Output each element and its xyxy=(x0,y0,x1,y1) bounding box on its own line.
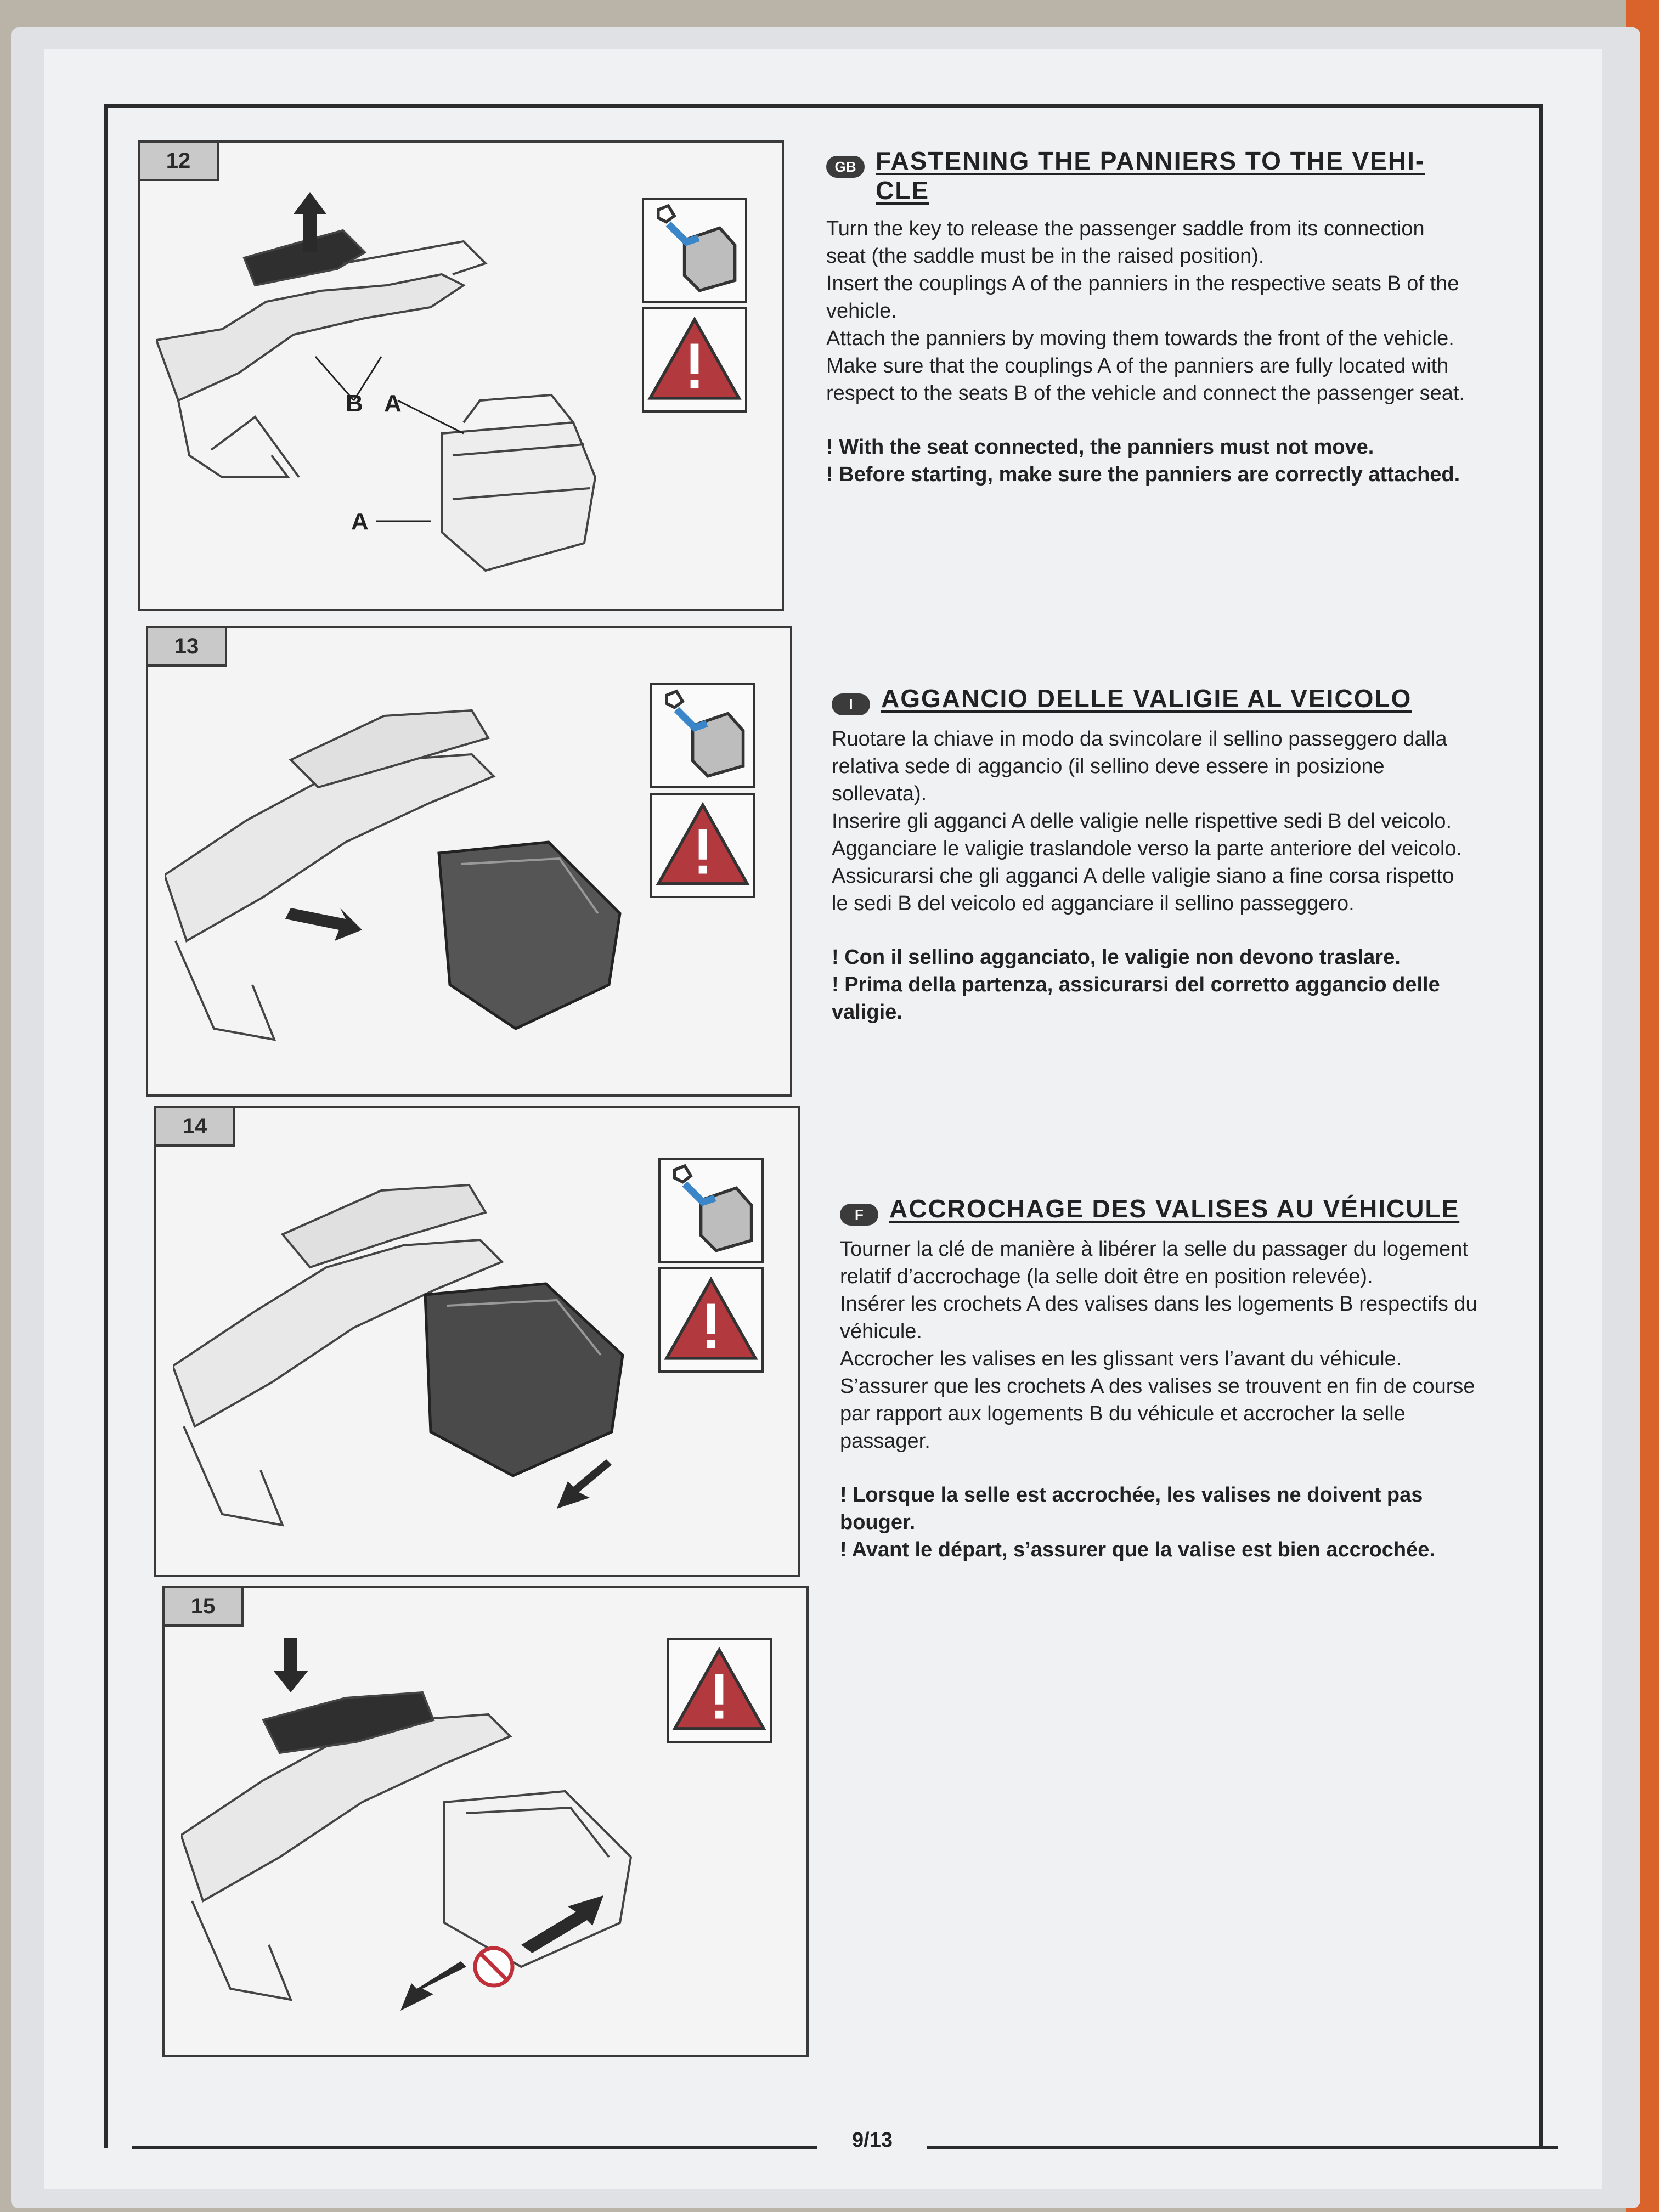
language-badge: F xyxy=(840,1204,878,1226)
figure-number: 14 xyxy=(156,1108,235,1147)
section-it: I AGGANCIO DELLE VALIGIE AL VEICOLO Ruot… xyxy=(832,684,1474,1026)
prohibited-icon xyxy=(473,1946,515,1988)
push-arrow-icon xyxy=(285,908,362,941)
motorcycle-rear-illustration: B A A xyxy=(156,192,597,572)
paragraph: Turn the key to release the passenger sa… xyxy=(826,217,1425,268)
manual-page: 12 xyxy=(44,49,1602,2189)
warning-line: ! Before starting, make sure the pannier… xyxy=(826,463,1460,486)
figure-14: 14 xyxy=(154,1106,800,1577)
paragraph: Tourner la clé de manière à libérer la s… xyxy=(840,1238,1468,1288)
paragraph: Inserire gli agganci A delle valigie nel… xyxy=(832,810,1452,833)
warnings: ! Lorsque la selle est accrochée, les va… xyxy=(840,1481,1482,1564)
slide-left-arrow-icon xyxy=(400,1961,466,2011)
paragraph: Agganciare le valigie traslandole verso … xyxy=(832,837,1463,860)
instructions: Turn the key to release the passenger sa… xyxy=(826,215,1468,407)
label-b: B xyxy=(346,390,363,417)
warning-line: ! Lorsque la selle est accrochée, les va… xyxy=(840,1483,1423,1534)
paragraph: S’assurer que les crochets A des valises… xyxy=(840,1375,1475,1453)
footer-rule-right xyxy=(927,2146,1558,2149)
warning-line: ! Con il sellino agganciato, le valigie … xyxy=(832,946,1401,969)
paragraph: Attach the panniers by moving them towar… xyxy=(826,327,1454,350)
slide-right-arrow-icon xyxy=(521,1895,603,1953)
press-arrow-icon xyxy=(273,1638,308,1692)
warning-line: ! Prima della partenza, assicurarsi del … xyxy=(832,973,1440,1024)
key-icon xyxy=(658,1158,764,1263)
section-fr: F ACCROCHAGE DES VALISES AU VÉHICULE Tou… xyxy=(840,1194,1482,1564)
paragraph: Insérer les crochets A des valises dans … xyxy=(840,1293,1477,1343)
warning-triangle-icon xyxy=(642,307,747,413)
pull-arrow-icon xyxy=(557,1459,612,1509)
warning-triangle-icon xyxy=(650,793,755,898)
language-badge: I xyxy=(832,693,870,715)
language-badge: GB xyxy=(826,156,865,178)
page-frame: 12 xyxy=(104,104,1543,2148)
warnings: ! With the seat connected, the panniers … xyxy=(826,433,1468,488)
motorcycle-pannier-illustration xyxy=(165,709,622,1041)
figure-number: 12 xyxy=(140,143,219,181)
label-a-side: A xyxy=(351,508,369,535)
warnings: ! Con il sellino agganciato, le valigie … xyxy=(832,944,1474,1026)
footer-rule-left xyxy=(132,2146,817,2149)
motorcycle-pannier-illustration xyxy=(173,1183,624,1527)
section-title: AGGANCIO DELLE VALIGIE AL VEICOLO xyxy=(881,684,1412,713)
warning-line: ! Avant le départ, s’assurer que la vali… xyxy=(840,1538,1435,1561)
key-icon xyxy=(642,198,747,303)
figure-number: 15 xyxy=(165,1588,244,1627)
paragraph: Ruotare la chiave in modo da svincolare … xyxy=(832,727,1447,805)
motorcycle-seat-illustration xyxy=(181,1638,633,2011)
paragraph: Accrocher les valises en les glissant ve… xyxy=(840,1347,1402,1370)
figure-12: 12 xyxy=(138,140,784,611)
warning-triangle-icon xyxy=(658,1267,764,1373)
section-title: FASTENING THE PANNIERS TO THE VEHI-CLE xyxy=(876,146,1425,205)
warning-line: ! With the seat connected, the panniers … xyxy=(826,436,1374,459)
section-gb: GB FASTENING THE PANNIERS TO THE VEHI-CL… xyxy=(826,146,1468,488)
instructions: Tourner la clé de manière à libérer la s… xyxy=(840,1235,1482,1455)
figure-15: 15 xyxy=(162,1586,809,2057)
section-title: ACCROCHAGE DES VALISES AU VÉHICULE xyxy=(889,1194,1460,1223)
figure-number: 13 xyxy=(148,628,227,667)
key-icon xyxy=(650,683,755,788)
lift-arrow-icon xyxy=(294,192,326,252)
instructions: Ruotare la chiave in modo da svincolare … xyxy=(832,725,1474,917)
figure-13: 13 xyxy=(146,626,792,1097)
label-a-top: A xyxy=(384,390,402,417)
paragraph: Insert the couplings A of the panniers i… xyxy=(826,272,1459,323)
page-number: 9/13 xyxy=(852,2129,893,2152)
warning-triangle-icon xyxy=(667,1638,772,1743)
paragraph: Assicurarsi che gli agganci A delle vali… xyxy=(832,865,1454,915)
paragraph: Make sure that the couplings A of the pa… xyxy=(826,354,1465,405)
